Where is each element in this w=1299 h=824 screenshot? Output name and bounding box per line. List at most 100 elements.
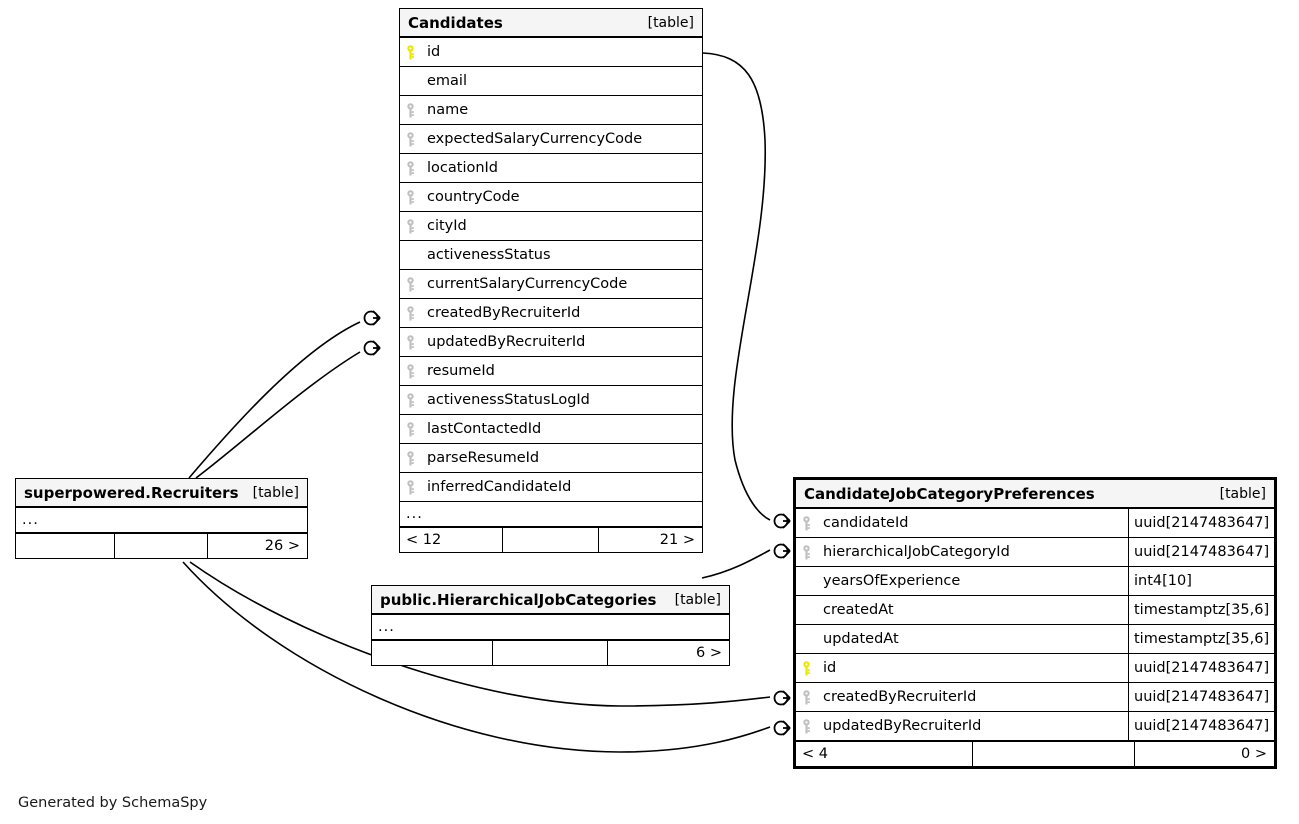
column-name: resumeId: [427, 363, 495, 379]
table-candidate-job-category-preferences-tag: [table]: [1219, 485, 1266, 502]
outgoing-relations-count[interactable]: 21 >: [598, 528, 702, 552]
key-icon-foreign: [400, 444, 421, 472]
table-candidates-header: Candidates [table]: [400, 9, 702, 38]
column-name: candidateId: [823, 515, 909, 531]
table-row[interactable]: activenessStatusLogId: [400, 386, 702, 415]
outgoing-relations-count[interactable]: 26 >: [207, 534, 307, 558]
table-row[interactable]: createdAt timestamptz[35,6]: [796, 596, 1274, 625]
column-name: activenessStatus: [427, 247, 551, 263]
column-type: int4[10]: [1128, 567, 1274, 595]
incoming-relations-count[interactable]: [16, 534, 114, 558]
table-recruiters-title: superpowered.Recruiters: [24, 483, 239, 502]
edge-candidates-id-to-candidateid: [702, 52, 791, 529]
table-hierarchical-job-categories-footer: 6 >: [372, 640, 729, 665]
table-row[interactable]: email: [400, 67, 702, 96]
column-name: parseResumeId: [427, 450, 540, 466]
column-name: createdByRecruiterId: [823, 689, 977, 705]
table-recruiters-footer: 26 >: [16, 533, 307, 558]
key-icon-foreign: [400, 473, 421, 501]
table-row[interactable]: updatedByRecruiterId: [400, 328, 702, 357]
edge-hjc-to-hierarchicaljobcategoryid: [701, 543, 791, 579]
table-hierarchical-job-categories-tag: [table]: [674, 591, 721, 608]
key-icon-foreign: [400, 386, 421, 414]
table-row[interactable]: activenessStatus: [400, 241, 702, 270]
table-row[interactable]: parseResumeId: [400, 444, 702, 473]
column-name: id: [823, 660, 837, 676]
key-icon-primary: [400, 38, 421, 66]
table-row[interactable]: lastContactedId: [400, 415, 702, 444]
table-row[interactable]: createdByRecruiterId: [400, 299, 702, 328]
incoming-relations-count[interactable]: < 12: [406, 532, 442, 548]
edge-recruiters-to-candidates-createdby: [188, 310, 381, 479]
table-candidates[interactable]: Candidates [table] id email name expecte…: [399, 8, 703, 553]
column-type: uuid[2147483647]: [1128, 654, 1274, 682]
column-name: hierarchicalJobCategoryId: [823, 544, 1010, 560]
column-name: inferredCandidateId: [427, 479, 572, 495]
key-icon-foreign: [796, 683, 817, 711]
key-icon-none: [400, 241, 421, 269]
table-hierarchical-job-categories-header: public.HierarchicalJobCategories [table]: [372, 586, 729, 615]
table-row[interactable]: inferredCandidateId: [400, 473, 702, 502]
key-icon-foreign: [400, 357, 421, 385]
footer-middle: [501, 528, 599, 552]
table-row[interactable]: cityId: [400, 212, 702, 241]
table-recruiters-header: superpowered.Recruiters [table]: [16, 479, 307, 508]
table-candidate-job-category-preferences-title: CandidateJobCategoryPreferences: [804, 484, 1095, 503]
column-name: createdByRecruiterId: [427, 305, 581, 321]
table-candidate-job-category-preferences-footer: < 4 0 >: [796, 741, 1274, 766]
key-icon-none: [400, 67, 421, 95]
table-row[interactable]: currentSalaryCurrencyCode: [400, 270, 702, 299]
key-icon-foreign: [400, 183, 421, 211]
column-type: timestamptz[35,6]: [1128, 596, 1274, 624]
more-columns-indicator: ...: [16, 508, 307, 533]
table-row[interactable]: candidateId uuid[2147483647]: [796, 509, 1274, 538]
key-icon-foreign: [400, 270, 421, 298]
key-icon-foreign: [400, 299, 421, 327]
key-icon-foreign: [400, 154, 421, 182]
column-name: lastContactedId: [427, 421, 542, 437]
key-icon-foreign: [400, 415, 421, 443]
table-row[interactable]: yearsOfExperience int4[10]: [796, 567, 1274, 596]
table-row[interactable]: locationId: [400, 154, 702, 183]
column-type: uuid[2147483647]: [1128, 538, 1274, 566]
outgoing-relations-count[interactable]: 0 >: [1134, 742, 1274, 766]
incoming-relations-count[interactable]: [372, 641, 492, 665]
edge-recruiters-to-candidates-updatedby: [195, 340, 381, 479]
key-icon-none: [796, 625, 817, 653]
table-row[interactable]: hierarchicalJobCategoryId uuid[214748364…: [796, 538, 1274, 567]
table-hierarchical-job-categories[interactable]: public.HierarchicalJobCategories [table]…: [371, 585, 730, 666]
key-icon-foreign: [796, 712, 817, 740]
column-name: locationId: [427, 160, 499, 176]
table-row[interactable]: name: [400, 96, 702, 125]
column-type: timestamptz[35,6]: [1128, 625, 1274, 653]
table-row[interactable]: id uuid[2147483647]: [796, 654, 1274, 683]
column-type: uuid[2147483647]: [1128, 509, 1274, 537]
outgoing-relations-count[interactable]: 6 >: [607, 641, 729, 665]
incoming-relations-count[interactable]: < 4: [802, 746, 828, 762]
key-icon-foreign: [400, 125, 421, 153]
diagram-caption: Generated by SchemaSpy: [18, 795, 208, 811]
footer-middle: [972, 742, 1134, 766]
table-recruiters-tag: [table]: [252, 484, 299, 501]
column-type: uuid[2147483647]: [1128, 712, 1274, 740]
table-candidate-job-category-preferences[interactable]: CandidateJobCategoryPreferences [table] …: [793, 477, 1277, 769]
column-name: updatedByRecruiterId: [427, 334, 586, 350]
table-row[interactable]: countryCode: [400, 183, 702, 212]
table-row[interactable]: updatedAt timestamptz[35,6]: [796, 625, 1274, 654]
key-icon-none: [796, 596, 817, 624]
table-candidates-tag: [table]: [647, 14, 694, 31]
key-icon-foreign: [400, 96, 421, 124]
table-row[interactable]: expectedSalaryCurrencyCode: [400, 125, 702, 154]
column-name: expectedSalaryCurrencyCode: [427, 131, 643, 147]
table-row[interactable]: updatedByRecruiterId uuid[2147483647]: [796, 712, 1274, 741]
column-name: createdAt: [823, 602, 894, 618]
table-candidates-title: Candidates: [408, 13, 503, 32]
table-row[interactable]: createdByRecruiterId uuid[2147483647]: [796, 683, 1274, 712]
table-candidates-footer: < 12 21 >: [400, 527, 702, 552]
table-row[interactable]: resumeId: [400, 357, 702, 386]
column-name: name: [427, 102, 469, 118]
table-row[interactable]: id: [400, 38, 702, 67]
footer-middle: [492, 641, 607, 665]
table-recruiters[interactable]: superpowered.Recruiters [table] ... 26 >: [15, 478, 308, 559]
